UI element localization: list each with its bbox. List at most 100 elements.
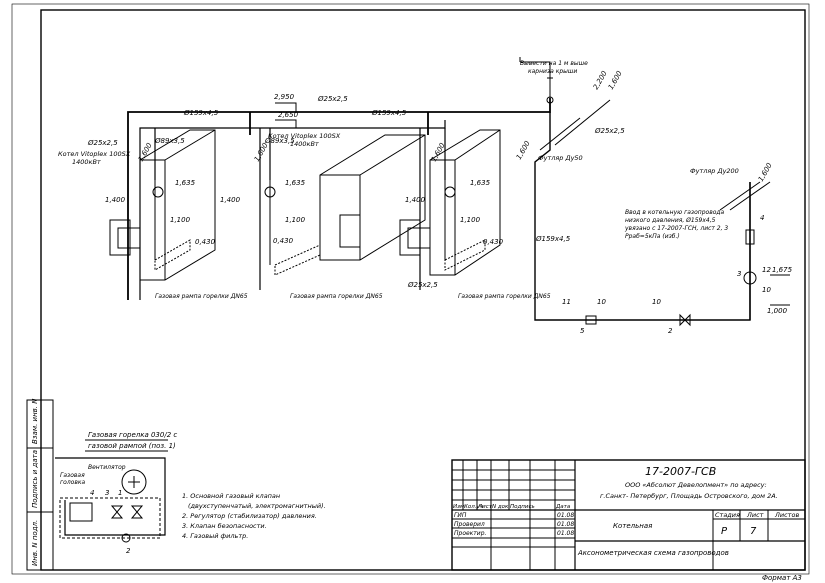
- svg-text:2: 2: [126, 547, 131, 555]
- svg-text:2. Регулятор (стабилизатор) да: 2. Регулятор (стабилизатор) давления.: [182, 512, 317, 520]
- svg-text:12: 12: [762, 266, 771, 274]
- svg-text:Котельная: Котельная: [613, 522, 652, 530]
- inlet-line: [585, 181, 771, 327]
- svg-text:1,600: 1,600: [607, 69, 624, 91]
- format-label: Формат А3: [762, 574, 802, 582]
- svg-text:ГИП: ГИП: [454, 512, 467, 519]
- svg-text:10: 10: [597, 298, 606, 306]
- svg-text:0,430: 0,430: [195, 238, 216, 246]
- svg-text:Лист: Лист: [477, 504, 493, 510]
- svg-text:1,600: 1,600: [253, 141, 270, 163]
- svg-text:Футляр Ду200: Футляр Ду200: [690, 167, 739, 175]
- svg-text:01.08: 01.08: [557, 530, 574, 537]
- svg-text:01.08: 01.08: [557, 521, 574, 528]
- svg-text:(двухступенчатый, электромагни: (двухступенчатый, электромагнитный).: [188, 502, 326, 510]
- svg-text:2,650: 2,650: [278, 111, 299, 119]
- svg-text:карниза крыши: карниза крыши: [528, 68, 577, 75]
- svg-text:0,430: 0,430: [483, 238, 504, 246]
- svg-text:Котел Vitoplex 100SX: Котел Vitoplex 100SX: [268, 132, 341, 140]
- svg-text:1,100: 1,100: [170, 216, 191, 224]
- svg-text:4: 4: [760, 214, 764, 222]
- svg-text:Вывести на 1 м выше: Вывести на 1 м выше: [520, 60, 588, 67]
- svg-text:Лист: Лист: [746, 511, 764, 519]
- svg-text:газовой рампой (поз. 1): газовой рампой (поз. 1): [88, 442, 176, 450]
- svg-text:10: 10: [652, 298, 661, 306]
- svg-text:1,600: 1,600: [757, 161, 774, 183]
- svg-text:3: 3: [105, 489, 109, 497]
- svg-text:Ø25x2,5: Ø25x2,5: [594, 127, 625, 135]
- valve-2-icon: [679, 313, 691, 327]
- svg-text:низкого давления, Ø159x4,5: низкого давления, Ø159x4,5: [625, 217, 716, 224]
- drawing-frame: [40, 9, 806, 571]
- riser-pipe: [519, 57, 751, 321]
- main-header-pipe: [127, 77, 554, 300]
- elevation-marks: [275, 102, 790, 306]
- svg-text:3: 3: [737, 270, 741, 278]
- svg-text:1,100: 1,100: [285, 216, 306, 224]
- svg-text:1,000: 1,000: [767, 307, 788, 315]
- svg-text:Газовая рампа горелки ДN65: Газовая рампа горелки ДN65: [458, 293, 551, 300]
- svg-text:Проектир.: Проектир.: [454, 530, 487, 537]
- stamp-sign-date: Подпись и дата: [31, 450, 39, 508]
- svg-text:Ø159x4,5: Ø159x4,5: [535, 235, 571, 243]
- svg-text:5: 5: [580, 327, 585, 335]
- svg-text:Проверил: Проверил: [454, 521, 485, 528]
- doc-code: 17-2007-ГСВ: [645, 465, 716, 478]
- stamp-replace-inv: Взам. инв. N: [31, 398, 39, 444]
- outer-frame: [11, 3, 810, 575]
- boiler-mid: [319, 134, 426, 261]
- svg-text:0,430: 0,430: [273, 237, 294, 245]
- svg-text:1,400: 1,400: [105, 196, 126, 204]
- svg-text:4: 4: [90, 489, 94, 497]
- burner-ramp-left: [152, 180, 191, 271]
- svg-text:1,600: 1,600: [515, 139, 532, 161]
- svg-text:1,635: 1,635: [470, 179, 491, 187]
- svg-text:Ø159x4,5: Ø159x4,5: [371, 109, 407, 117]
- svg-text:Рраб=5кПа (изб.): Рраб=5кПа (изб.): [625, 233, 680, 240]
- svg-text:10: 10: [762, 286, 771, 294]
- svg-text:3. Клапан безопасности.: 3. Клапан безопасности.: [182, 522, 267, 530]
- svg-text:Листов: Листов: [774, 511, 799, 519]
- svg-text:Кол.уч: Кол.уч: [464, 504, 484, 510]
- svg-text:Ø25x2,5: Ø25x2,5: [87, 139, 118, 147]
- svg-text:1,675: 1,675: [772, 266, 793, 274]
- side-stamp: Инв. N подл. Подпись и дата Взам. инв. N: [26, 398, 54, 571]
- svg-text:2: 2: [668, 327, 673, 335]
- svg-text:Футляр Ду50: Футляр Ду50: [538, 154, 583, 162]
- svg-text:Ø159x4,5: Ø159x4,5: [183, 109, 219, 117]
- svg-text:11: 11: [562, 298, 571, 306]
- svg-text:1,400: 1,400: [220, 196, 241, 204]
- svg-text:4. Газовый фильтр.: 4. Газовый фильтр.: [182, 532, 248, 540]
- svg-text:2,950: 2,950: [274, 93, 295, 101]
- svg-text:1400кВт: 1400кВт: [290, 140, 319, 148]
- svg-text:1,400: 1,400: [405, 196, 426, 204]
- svg-text:1,635: 1,635: [285, 179, 306, 187]
- svg-text:Ø25x2,5: Ø25x2,5: [407, 281, 438, 289]
- svg-text:Р: Р: [721, 526, 728, 537]
- svg-text:увязано с 17-2007-ГСН, лист 2,: увязано с 17-2007-ГСН, лист 2, 3: [624, 225, 728, 232]
- svg-text:Дата: Дата: [555, 504, 571, 510]
- svg-text:Аксонометрическая схема газопр: Аксонометрическая схема газопроводов: [577, 549, 729, 557]
- svg-text:7: 7: [750, 526, 757, 537]
- svg-text:Газовая горелка 030/2 с: Газовая горелка 030/2 с: [88, 431, 177, 439]
- svg-text:Газовая рампа горелки ДN65: Газовая рампа горелки ДN65: [290, 293, 383, 300]
- svg-text:N док.: N док.: [492, 504, 510, 510]
- svg-text:Ø89x3,5: Ø89x3,5: [154, 137, 185, 145]
- svg-text:01.08: 01.08: [557, 512, 574, 519]
- boiler-left: [109, 129, 216, 281]
- valve-5-icon: [585, 315, 597, 325]
- svg-text:1. Основной газовый клапан: 1. Основной газовый клапан: [182, 492, 280, 500]
- svg-text:головка: головка: [60, 479, 85, 486]
- svg-text:Ø89x3,5: Ø89x3,5: [264, 137, 295, 145]
- svg-text:Ø25x2,5: Ø25x2,5: [317, 95, 348, 103]
- svg-text:Ввод в котельную газопровода: Ввод в котельную газопровода: [625, 209, 725, 216]
- burner-ramp-mid: [264, 180, 321, 276]
- svg-text:Стадия: Стадия: [715, 511, 740, 519]
- svg-text:Газовая рампа горелки ДN65: Газовая рампа горелки ДN65: [155, 293, 248, 300]
- svg-text:Газовая: Газовая: [60, 472, 85, 479]
- legend-burner: Газовая горелка 030/2 с газовой рампой (…: [55, 431, 177, 555]
- legend-list: 1. Основной газовый клапан (двухступенча…: [182, 492, 326, 540]
- boiler-right: [399, 129, 501, 276]
- svg-text:ООО «Абсолют Девелопмент» по а: ООО «Абсолют Девелопмент» по адресу:: [625, 481, 767, 489]
